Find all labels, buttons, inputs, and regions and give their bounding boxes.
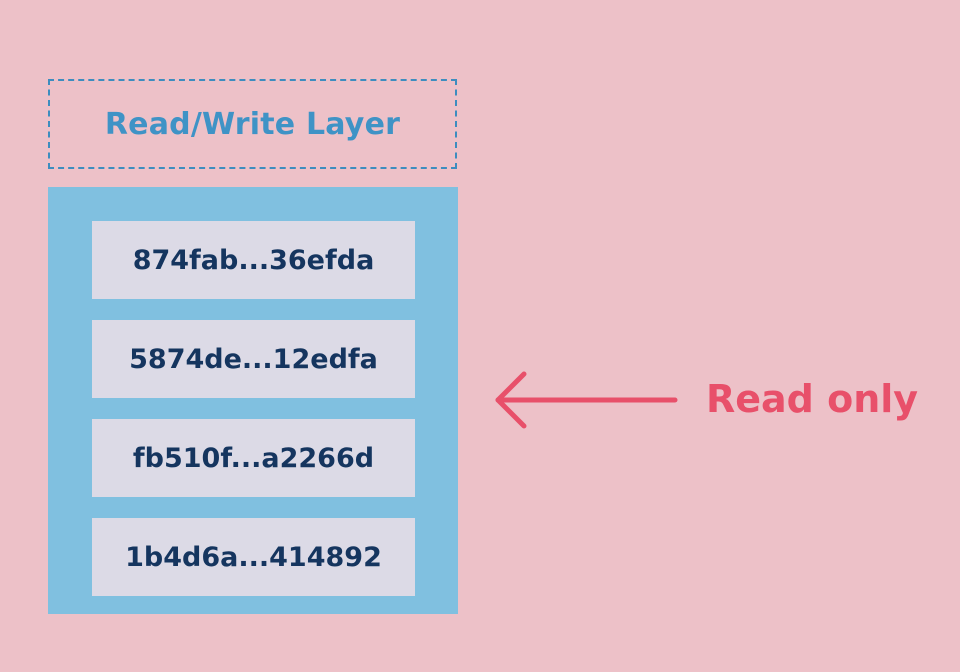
image-layer-hash: 5874de...12edfa — [129, 343, 378, 375]
image-layer-hash: fb510f...a2266d — [132, 442, 375, 474]
read-only-layer-stack: 874fab...36efda 5874de...12edfa fb510f..… — [48, 187, 458, 614]
read-only-annotation: Read only — [706, 377, 919, 421]
left-arrow-icon — [495, 371, 678, 429]
image-layer-hash: 874fab...36efda — [132, 244, 375, 276]
image-layer-3: fb510f...a2266d — [92, 419, 415, 497]
read-write-layer-box: Read/Write Layer — [48, 79, 457, 169]
image-layer-4: 1b4d6a...414892 — [92, 518, 415, 596]
image-layer-1: 874fab...36efda — [92, 221, 415, 299]
image-layer-hash: 1b4d6a...414892 — [125, 541, 382, 573]
image-layer-2: 5874de...12edfa — [92, 320, 415, 398]
read-write-layer-label: Read/Write Layer — [104, 106, 401, 142]
